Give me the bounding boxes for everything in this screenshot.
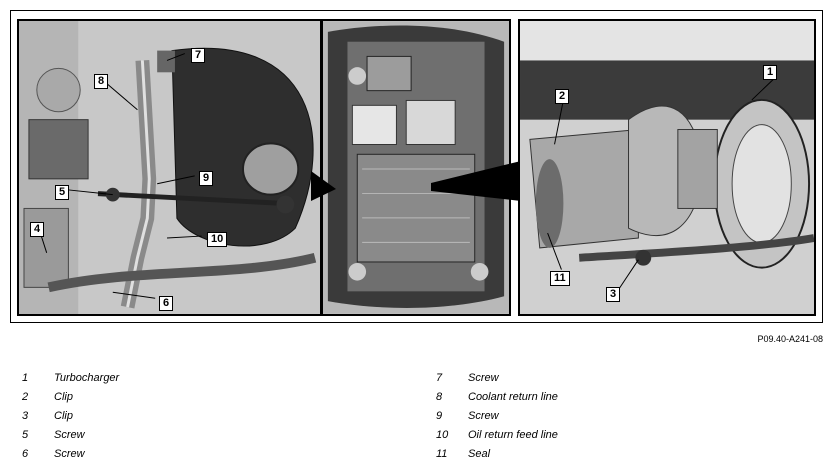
zoom-indicator — [311, 161, 521, 201]
legend-item: 1 Turbocharger — [12, 368, 119, 387]
legend-label: Turbocharger — [54, 371, 120, 384]
legend-item: 8 Coolant return line — [426, 387, 558, 406]
legend-item: 5 Screw — [12, 425, 119, 444]
legend-number: 3 — [22, 409, 29, 422]
engine-bay-illustration — [323, 22, 509, 313]
legend-item: 10 Oil return feed line — [426, 425, 558, 444]
legend-label: Screw — [468, 409, 499, 422]
overview-panel-engine-bay — [321, 19, 511, 316]
legend-item: 3 Clip — [12, 406, 119, 425]
legend-label: Screw — [54, 428, 85, 441]
callout-10: 10 — [207, 232, 228, 247]
detail-panel-left: 7 8 9 5 4 10 6 — [17, 19, 322, 316]
left-illustration — [19, 21, 320, 314]
callout-3: 3 — [606, 287, 621, 302]
callout-4: 4 — [30, 222, 45, 237]
legend-number: 10 — [436, 428, 449, 441]
legend-number: 2 — [22, 390, 29, 403]
legend-number: 8 — [436, 390, 443, 403]
legend-label: Coolant return line — [468, 390, 558, 403]
legend-label: Clip — [54, 390, 73, 403]
legend-label: Seal — [468, 447, 491, 460]
legend-number: 1 — [22, 371, 29, 384]
callout-6: 6 — [159, 296, 174, 311]
legend-label: Clip — [54, 409, 73, 422]
legend-label: Screw — [468, 371, 499, 384]
legend-item: 11 Seal — [426, 444, 558, 463]
callout-11: 11 — [550, 271, 570, 286]
callout-8: 8 — [94, 74, 109, 89]
legend-item: 9 Screw — [426, 406, 558, 425]
legend-label: Oil return feed line — [468, 428, 558, 441]
callout-1: 1 — [763, 65, 778, 80]
legend-number: 6 — [22, 447, 29, 460]
legend-label: Screw — [54, 447, 85, 460]
legend-number: 11 — [436, 447, 448, 460]
figure-reference: P09.40-A241-08 — [757, 334, 823, 344]
callout-7: 7 — [191, 48, 206, 63]
legend-number: 9 — [436, 409, 443, 422]
legend-item: 2 Clip — [12, 387, 119, 406]
legend-item: 6 Screw — [12, 444, 119, 463]
legend-item: 7 Screw — [426, 368, 558, 387]
diagram-figure: 7 8 9 5 4 10 6 — [10, 10, 823, 323]
legend-number: 5 — [22, 428, 29, 441]
callout-5: 5 — [55, 185, 70, 200]
legend-number: 7 — [436, 371, 443, 384]
detail-panel-right: 1 2 3 11 — [518, 19, 816, 316]
callout-2: 2 — [555, 89, 570, 104]
callout-9: 9 — [199, 171, 214, 186]
